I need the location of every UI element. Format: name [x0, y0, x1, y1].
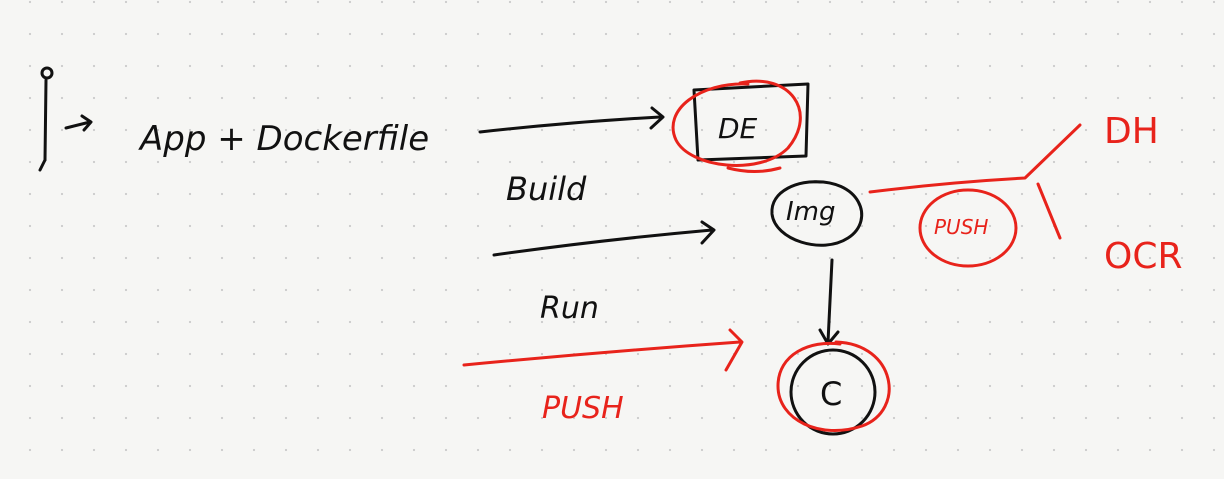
- push-side-node: PUSH: [918, 188, 1018, 268]
- run-label: Run: [540, 291, 599, 326]
- build-label: Build: [506, 170, 587, 208]
- container-circle-annotation: [776, 340, 891, 432]
- arrow-to-de-icon: [478, 106, 665, 134]
- arrow-to-img-icon: [492, 220, 716, 257]
- container-node: C: [776, 340, 891, 436]
- image-node: Img: [770, 180, 864, 247]
- dh-label: DH: [1104, 111, 1159, 152]
- de-label: DE: [718, 112, 758, 145]
- app-dockerfile-label: App + Dockerfile: [138, 119, 429, 159]
- developer-figure-icon: [38, 66, 54, 172]
- docker-engine-node: DE: [671, 79, 810, 173]
- push-side-label: PUSH: [934, 215, 988, 239]
- arrow-to-app-icon: [64, 114, 93, 132]
- push-to-registry-line: [868, 123, 1082, 194]
- ocr-label: OCR: [1104, 236, 1183, 277]
- container-label: C: [820, 375, 842, 413]
- de-circle-annotation: [671, 79, 802, 167]
- push-arrow-icon: [462, 328, 744, 372]
- push-bottom-label: PUSH: [542, 391, 624, 426]
- img-label: Img: [786, 197, 836, 227]
- arrow-img-to-container-icon: [818, 258, 840, 346]
